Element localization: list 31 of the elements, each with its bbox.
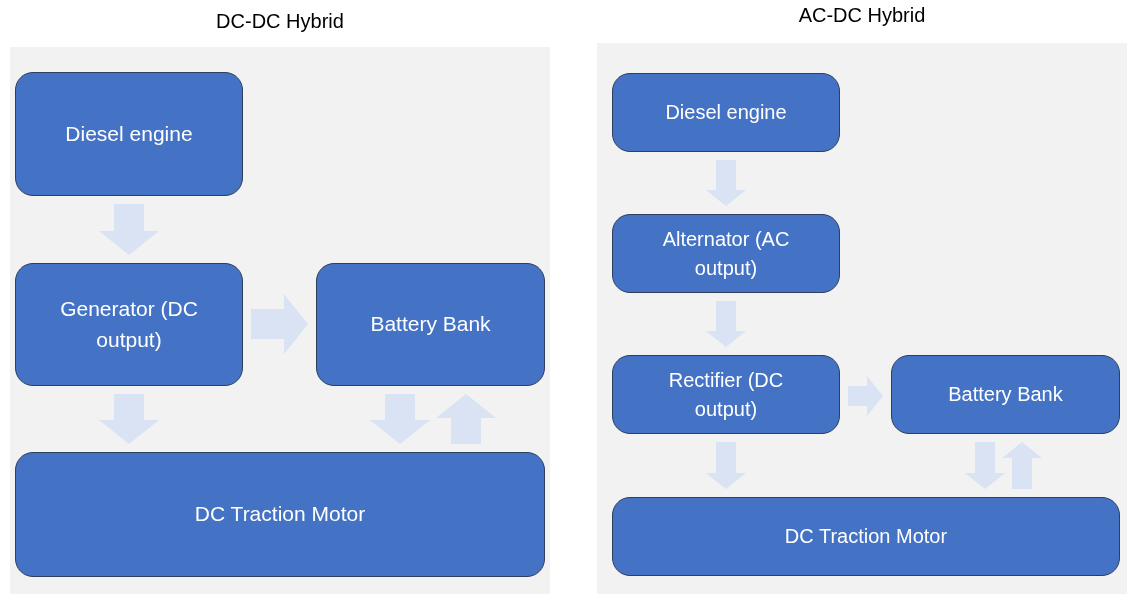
process-box — [15, 72, 243, 196]
block-arrow — [251, 294, 308, 354]
process-box — [15, 263, 243, 386]
block-arrow — [965, 442, 1005, 489]
block-arrow — [706, 442, 746, 489]
block-arrow — [370, 394, 430, 444]
box-label: Battery Bank — [948, 382, 1063, 407]
process-box — [15, 452, 545, 577]
process-box — [612, 73, 840, 152]
process-box — [891, 355, 1120, 434]
block-arrow — [1002, 442, 1042, 489]
process-box — [612, 214, 840, 293]
box-label: Diesel engine — [665, 100, 787, 125]
box-label: DC Traction Motor — [194, 501, 366, 528]
block-arrow — [706, 301, 746, 347]
process-box — [612, 355, 840, 434]
block-arrow — [436, 394, 496, 444]
panel-title: AC-DC Hybrid — [798, 4, 926, 27]
box-label: Generator (DC output) — [59, 296, 199, 353]
box-label: DC Traction Motor — [784, 524, 948, 549]
process-box — [612, 497, 1120, 576]
block-arrow — [848, 376, 883, 416]
block-arrow — [99, 394, 159, 444]
box-label: Diesel engine — [65, 120, 193, 147]
block-arrow — [706, 160, 746, 206]
process-box — [316, 263, 545, 386]
block-arrow — [99, 204, 159, 255]
panel-title: DC-DC Hybrid — [216, 10, 344, 33]
box-label: Battery Bank — [370, 311, 491, 338]
box-label: Alternator (AC output) — [661, 226, 791, 281]
box-label: Rectifier (DC output) — [667, 367, 785, 422]
